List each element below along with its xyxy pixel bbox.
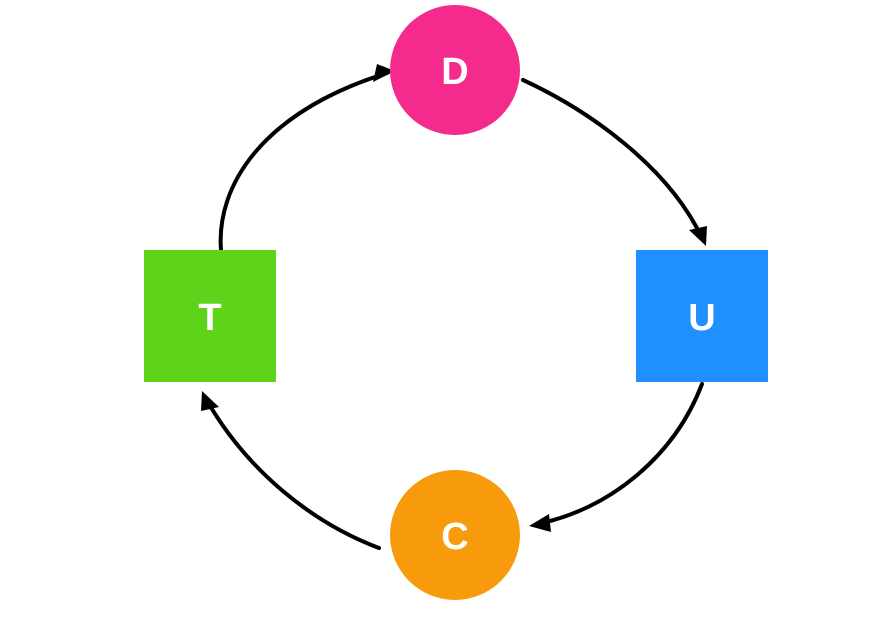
node-c[interactable]: C bbox=[390, 470, 520, 600]
node-d[interactable]: D bbox=[390, 5, 520, 135]
edge-c-to-t-line bbox=[204, 397, 381, 550]
node-c-circle bbox=[390, 470, 520, 600]
edges-layer bbox=[201, 64, 707, 550]
edge-u-to-c-arrowhead bbox=[529, 514, 551, 532]
edge-u-to-c[interactable] bbox=[529, 382, 704, 532]
edge-d-to-u-arrowhead bbox=[689, 226, 707, 246]
edge-u-to-c-line bbox=[536, 382, 704, 526]
node-u[interactable]: U bbox=[636, 250, 768, 382]
node-u-rect bbox=[636, 250, 768, 382]
node-d-circle bbox=[390, 5, 520, 135]
edge-t-to-d[interactable] bbox=[218, 64, 395, 252]
edge-c-to-t-arrowhead bbox=[201, 391, 219, 411]
edge-d-to-u[interactable] bbox=[521, 78, 707, 246]
node-u-label: U bbox=[688, 297, 715, 339]
node-d-label: D bbox=[441, 51, 468, 93]
node-t[interactable]: T bbox=[144, 250, 276, 382]
edge-t-to-d-line bbox=[218, 71, 389, 252]
edge-t-to-d-arrowhead bbox=[373, 64, 395, 82]
edge-d-to-u-line bbox=[521, 78, 704, 240]
node-t-rect bbox=[144, 250, 276, 382]
node-c-label: C bbox=[441, 516, 468, 558]
node-t-label: T bbox=[198, 297, 221, 339]
edge-c-to-t[interactable] bbox=[201, 391, 381, 550]
nodes-layer: D U C T bbox=[144, 5, 768, 600]
